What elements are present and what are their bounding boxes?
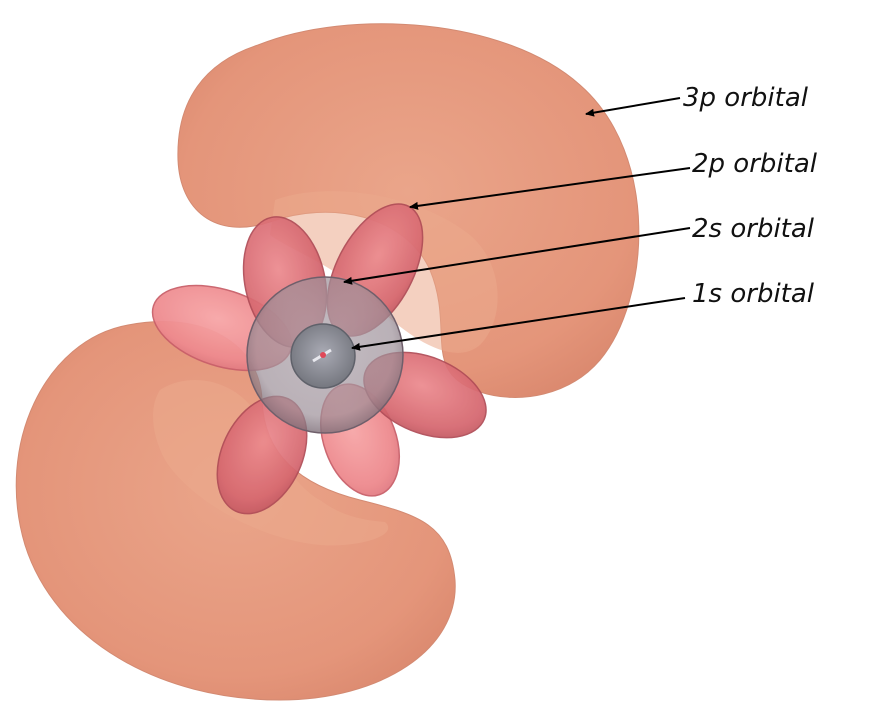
label-1s-orbital: 1s orbital [692, 279, 815, 309]
label-3p-orbital: 3p orbital [683, 83, 809, 113]
label-2p-orbital: 2p orbital [692, 149, 818, 179]
label-2s-orbital: 2s orbital [692, 214, 815, 244]
